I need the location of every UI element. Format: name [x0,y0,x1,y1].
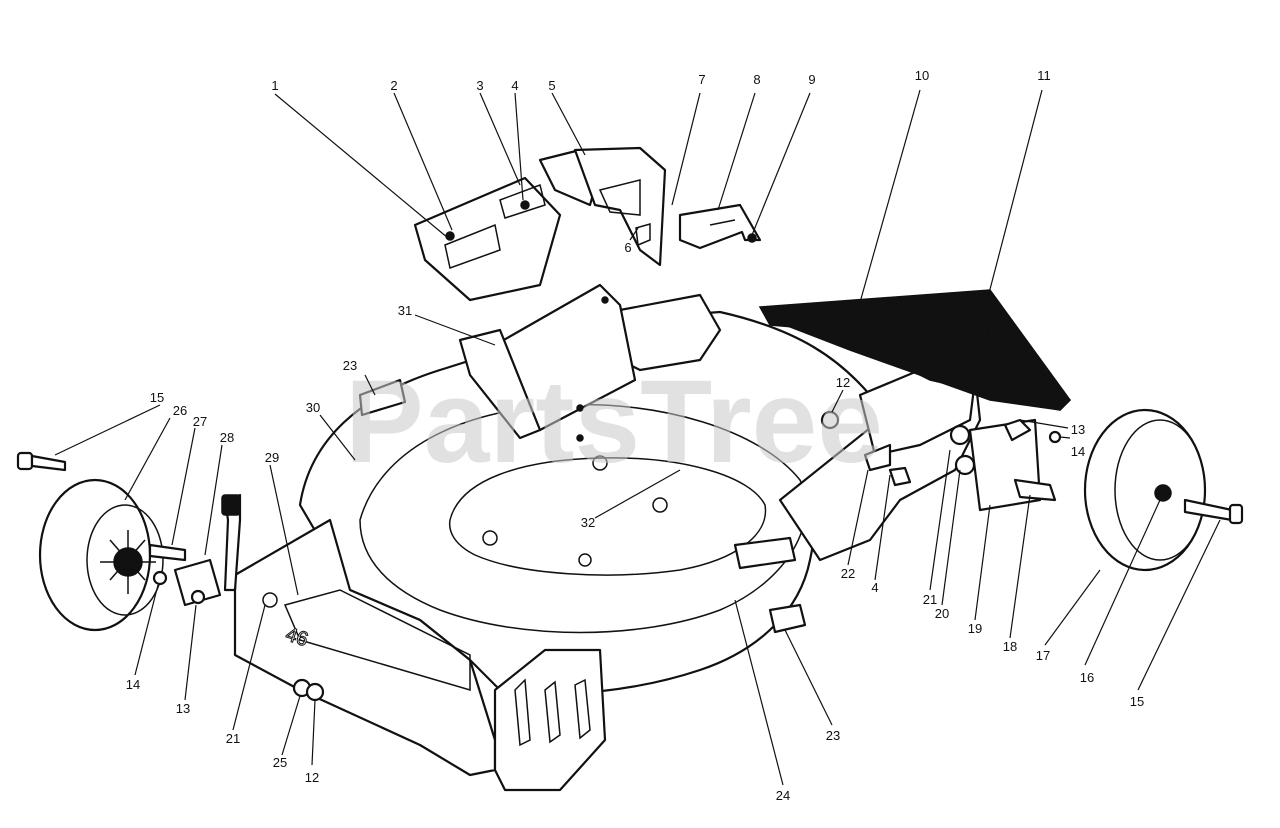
control-panel [413,176,562,302]
cover-plate [678,203,762,250]
callout-28: 28 [220,430,234,445]
left-height-adjuster [173,493,242,607]
leader-lines [54,89,1221,786]
right-wheel [1083,408,1244,572]
callout-6: 6 [624,240,631,255]
callout-25: 25 [273,755,287,770]
callout-27: 27 [193,414,207,429]
callout-13-right: 13 [1071,422,1085,437]
callout-8: 8 [753,72,760,87]
left-wheel [38,478,187,632]
callout-22: 22 [841,566,855,581]
callout-9: 9 [808,72,815,87]
callout-11: 11 [1037,68,1051,83]
callout-26: 26 [173,403,187,418]
callout-17: 17 [1036,648,1050,663]
callout-20: 20 [935,606,949,621]
clip [969,322,989,344]
handle-bracket [458,283,637,442]
callout-13-left: 13 [176,701,190,716]
callout-32: 32 [581,515,595,530]
callout-4-right: 4 [871,580,878,595]
callout-18: 18 [1003,639,1017,654]
callout-5: 5 [548,78,555,93]
right-axle-assembly [820,410,1062,512]
callout-24: 24 [776,788,790,803]
callout-15-right: 15 [1130,694,1144,709]
callout-3: 3 [476,78,483,93]
rear-baffle [767,310,1072,411]
callout-29: 29 [265,450,279,465]
callout-30: 30 [306,400,320,415]
callout-12-front: 12 [305,770,319,785]
callout-21-left: 21 [226,731,240,746]
callout-31: 31 [398,303,412,318]
callout-21-right: 21 [923,592,937,607]
left-axle-bolt [16,451,67,472]
callout-2: 2 [390,78,397,93]
callout-19: 19 [968,621,982,636]
watermark: PartsTree [345,356,883,488]
callout-23-lower: 23 [826,728,840,743]
callout-14-left: 14 [126,677,140,692]
front-nut-washer [292,678,325,702]
callout-10: 10 [915,68,929,83]
callout-12-right: 12 [836,375,850,390]
callout-1: 1 [271,78,278,93]
callout-23-upper: 23 [343,358,357,373]
callout-labels: 1 2 3 4 5 7 8 9 10 11 6 31 23 30 12 13 1… [126,68,1144,803]
throttle-lever-assembly [538,146,667,267]
callout-15-left: 15 [150,390,164,405]
callout-14-right: 14 [1071,444,1085,459]
callout-16: 16 [1080,670,1094,685]
callout-4: 4 [511,78,518,93]
callout-7: 7 [698,72,705,87]
